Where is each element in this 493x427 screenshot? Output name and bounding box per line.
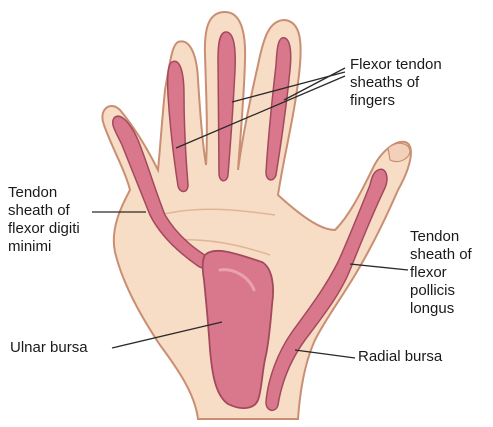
label-flexor-tendon-sheaths-of-fingers: Flexor tendon sheaths of fingers — [350, 56, 442, 110]
label-radial-bursa: Radial bursa — [358, 348, 442, 366]
label-tendon-sheath-flexor-pollicis-longus: Tendon sheath of flexor pollicis longus — [410, 228, 472, 318]
label-tendon-sheath-flexor-digiti-minimi: Tendon sheath of flexor digiti minimi — [8, 184, 80, 256]
label-ulnar-bursa: Ulnar bursa — [10, 339, 88, 357]
